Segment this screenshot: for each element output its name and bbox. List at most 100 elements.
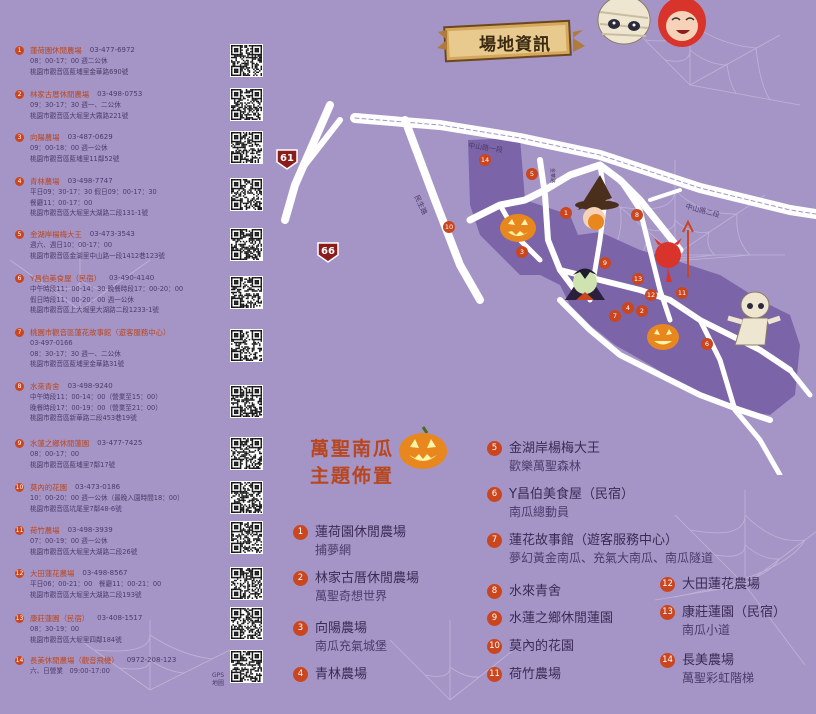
theme-item-subtitle: 捕夢網 — [315, 543, 352, 557]
gps-qr-code[interactable] — [230, 44, 263, 77]
theme-item-text: 荷竹農場 — [509, 666, 561, 684]
jack-o-lantern-icon — [399, 426, 447, 469]
gps-qr-code[interactable] — [230, 437, 263, 470]
mummy-character — [727, 291, 781, 346]
venue-detail-line: 桃園市觀音區大堀里大湖路二段131-1號 — [30, 209, 149, 217]
theme-item-name: 蓮花故事館（遊客服務中心） — [509, 533, 679, 548]
venue-phone: 03-487-0629 — [67, 133, 113, 141]
area-map — [281, 101, 816, 475]
theme-item-number: 6 — [487, 487, 502, 502]
venue-phone: 03-408-1517 — [97, 614, 143, 622]
gps-qr-code[interactable] — [230, 88, 263, 121]
theme-item-number: 13 — [660, 605, 675, 620]
venue-phone: 03-473-3543 — [89, 230, 135, 238]
venue-phone: 03-477-7425 — [97, 439, 143, 447]
theme-item-subtitle: 南瓜小道 — [682, 623, 731, 637]
venue-detail-line: 桃園市觀音區新華路二段453巷19號 — [30, 414, 137, 422]
venue-phone: 03-498-9240 — [67, 382, 113, 390]
dracula-character — [565, 268, 605, 300]
theme-item-number: 7 — [487, 533, 502, 548]
theme-item-text: 大田蓮花農場 — [682, 576, 760, 594]
venue-detail-line: 09：30-17：30 週一、二公休 — [30, 101, 121, 109]
venue-detail-line: 中午時段11：00-14：00（營業至15：00） — [30, 393, 162, 401]
gps-qr-code[interactable] — [230, 131, 263, 164]
venue-name: 康莊蓮園（民宿） — [30, 613, 90, 623]
map-marker-12: 12 — [645, 289, 657, 301]
gps-qr-code[interactable] — [230, 521, 263, 554]
theme-item-name: 長美農場 — [682, 653, 735, 668]
theme-item-text: 青林農場 — [315, 666, 367, 684]
venue-phone: 03-498-0753 — [97, 90, 143, 98]
venue-detail-line: 中午時段11：00-14：30 晚餐時段17：00-20：00 — [30, 285, 184, 293]
gps-qr-code[interactable] — [230, 607, 263, 640]
theme-item-text: 林家古厝休閒農場萬聖奇想世界 — [315, 570, 419, 605]
jack-o-lantern-marker — [500, 214, 536, 242]
highway-61-shield: 61 — [275, 148, 299, 170]
map-marker-1: 1 — [560, 207, 572, 219]
map-marker-7: 7 — [609, 310, 621, 322]
theme-item-number: 12 — [660, 577, 675, 592]
venue-name: Y昌伯美食屋（民宿） — [30, 273, 102, 283]
venue-number-badge: 5 — [15, 229, 24, 239]
venue-detail-line: 六、日營業 09:00-17:00 — [30, 667, 110, 675]
venue-detail-line: 餐廳11：00-17：00 — [30, 198, 93, 207]
venue-detail-line: 桃園市觀音區大堀里大湖路二段193號 — [30, 590, 142, 599]
theme-item-number: 1 — [293, 525, 308, 540]
gps-qr-code[interactable] — [230, 276, 263, 309]
mummy-and-devil-characters — [597, 0, 706, 47]
venue-detail-line: 平日06：00-21：00 餐廳11：00-21：00 — [30, 580, 162, 588]
map-marker-11: 11 — [676, 287, 688, 299]
venue-detail-line: 08：00-17：00 — [30, 450, 80, 458]
gps-qr-code[interactable] — [230, 567, 263, 600]
venue-number-badge: 6 — [15, 273, 24, 283]
venue-detail-line: 平日09：30-17：30 假日09：00-17：30 — [30, 188, 157, 196]
theme-item-text: 莫內的花園 — [509, 638, 574, 656]
venue-phone: 03-473-0186 — [74, 483, 121, 491]
witch-character — [575, 175, 619, 230]
venue-number-badge: 4 — [15, 176, 24, 186]
map-marker-5: 5 — [526, 168, 538, 180]
theme-title: 萬聖南瓜 主題佈置 — [309, 438, 394, 487]
venue-phone: 03-498-8567 — [82, 569, 128, 577]
gps-qr-code[interactable] — [230, 178, 263, 211]
venue-detail-line: 桃園市觀音區大堀里大霧路221號 — [30, 111, 129, 120]
gps-qr-code[interactable] — [230, 228, 263, 261]
venue-name: 水來青舍 — [30, 381, 60, 391]
venue-name: 林家古厝休閒農場 — [30, 89, 90, 99]
venue-number-badge: 11 — [15, 525, 24, 535]
theme-item-name: 水蓮之鄉休閒蓮園 — [509, 611, 614, 626]
gps-qr-code[interactable] — [230, 385, 263, 418]
venue-number-badge: 3 — [15, 132, 24, 142]
theme-item-name: Y昌伯美食屋（民宿） — [509, 487, 634, 502]
banner-title: 場地資訊 — [479, 35, 551, 55]
gps-qr-code[interactable] — [230, 329, 263, 362]
gps-qr-code[interactable] — [230, 481, 263, 514]
theme-item-subtitle: 夢幻黃金南瓜、充氣大南瓜、南瓜隧道 — [509, 551, 714, 565]
theme-item-name: 大田蓮花農場 — [682, 577, 761, 592]
gps-qr-code[interactable] — [230, 650, 263, 683]
theme-item-number: 3 — [293, 621, 308, 636]
venue-detail-line: 桃園市觀音區金湖里中山路一段1412巷123號 — [30, 251, 165, 260]
theme-item-text: 康莊蓮園（民宿）南瓜小道 — [682, 604, 786, 639]
venue-number-badge: 9 — [15, 438, 24, 448]
